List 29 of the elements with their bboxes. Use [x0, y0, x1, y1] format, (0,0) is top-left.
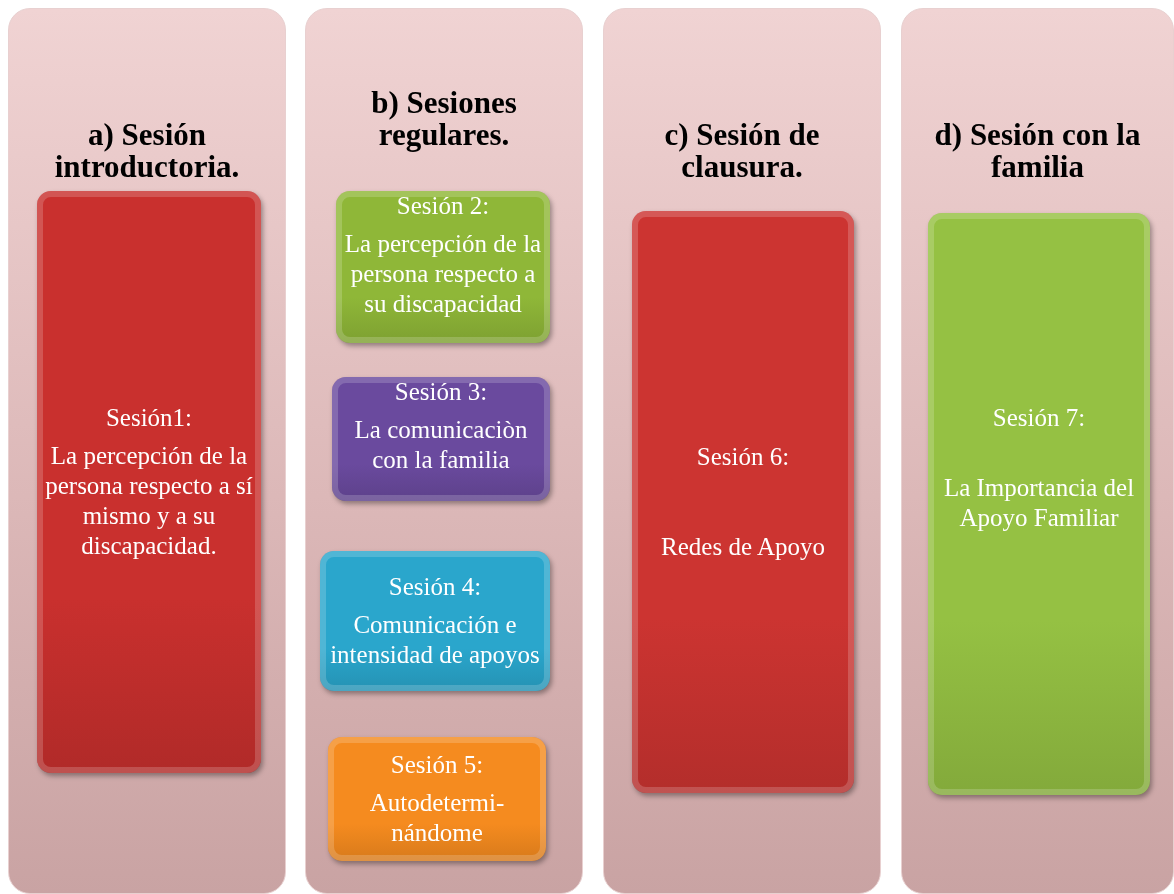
column-panel: [305, 8, 583, 894]
session-description: La comunicaciòn con la familia: [353, 415, 529, 475]
session-box: [336, 191, 550, 343]
session-description: Redes de Apoyo: [661, 532, 825, 562]
session-title: Sesión 2:: [396, 191, 490, 221]
session-description: Comunicación e intensidad de apoyos: [329, 610, 541, 670]
session-title: Sesión 3:: [394, 377, 488, 407]
session-description: La Importancia del Apoyo Familiar: [942, 473, 1136, 533]
session-description: La percepción de la persona respecto a sí mismo y a su discapacidad.: [45, 441, 253, 561]
column-heading: b) Sesiones regulares.: [370, 87, 518, 151]
session-title: Sesión1:: [105, 403, 193, 433]
session-box: [328, 737, 546, 861]
session-box: [928, 213, 1150, 795]
session-title: Sesión 4:: [388, 572, 482, 602]
session-description: Autodetermi- nándome: [368, 788, 506, 848]
session-box: [332, 377, 550, 501]
session-box: [632, 211, 854, 793]
session-title: Sesión 5:: [390, 750, 484, 780]
column-heading: d) Sesión con la familia: [933, 119, 1142, 183]
column-heading: a) Sesión introductoria.: [53, 119, 241, 183]
column-panel: [603, 8, 881, 894]
session-box: [320, 551, 550, 691]
session-box: [37, 191, 261, 773]
column-heading: c) Sesión de clausura.: [663, 119, 821, 183]
session-title: Sesión 6:: [696, 442, 790, 472]
session-description: La percepción de la persona respecto a su discapacidad: [344, 229, 542, 319]
column-panel: [8, 8, 286, 894]
session-title: Sesión 7:: [992, 403, 1086, 433]
column-panel: [901, 8, 1174, 894]
